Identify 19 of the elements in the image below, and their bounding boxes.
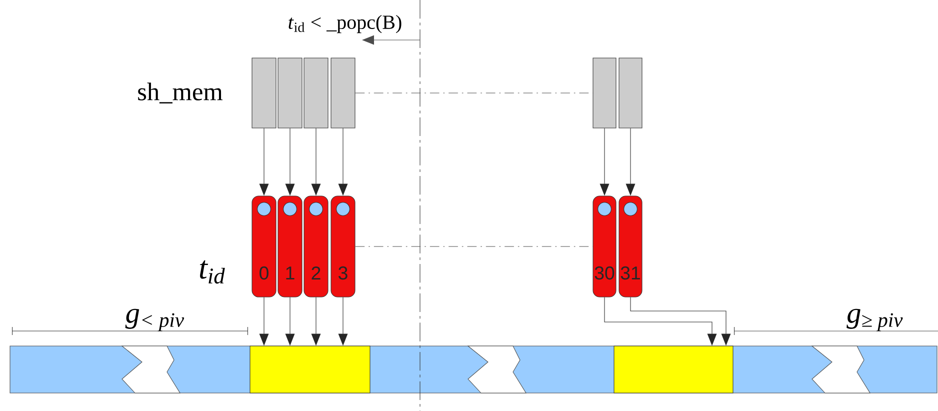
memory-cell — [618, 58, 642, 128]
condition-label: t$_{id}$ < _popc(B) — [288, 14, 402, 34]
array-segment — [250, 346, 370, 394]
memory-cell — [278, 58, 302, 128]
thread-capsule: 3 — [330, 196, 356, 298]
range-label: g$_{< piv}$ — [125, 308, 184, 332]
range-label: g$_{≥ piv}$ — [846, 308, 903, 332]
thread-capsule: 1 — [278, 196, 302, 298]
memory-cell — [330, 58, 356, 128]
thread-capsule: 30 — [592, 196, 616, 298]
memory-label: sh_mem — [138, 82, 223, 104]
thread-capsule: 31 — [618, 196, 642, 298]
array-segment — [614, 346, 734, 394]
thread-capsule: 0 — [252, 196, 276, 298]
thread-capsule: 2 — [304, 196, 328, 298]
memory-cell — [592, 58, 616, 128]
memory-cell — [252, 58, 276, 128]
memory-cell — [304, 58, 328, 128]
thread-label: t$_{id}$ — [200, 260, 225, 284]
